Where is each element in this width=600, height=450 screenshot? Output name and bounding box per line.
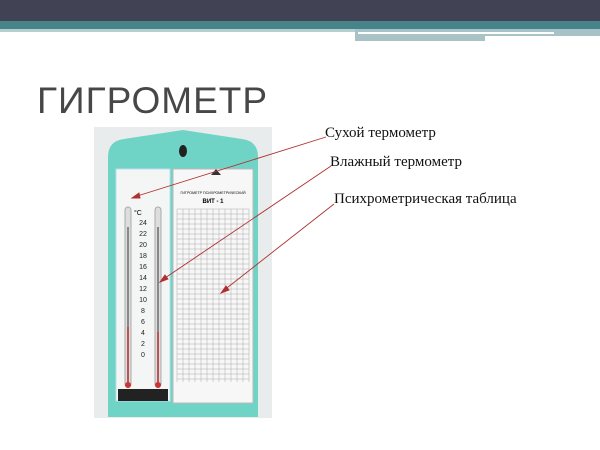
scale-tick-label: 24 xyxy=(139,220,147,227)
arrow-dry xyxy=(133,136,327,198)
scale-tick-label: 0 xyxy=(141,352,145,359)
scale-tick-label: 6 xyxy=(141,319,145,326)
label-psychrometric-table: Психрометрическая таблица xyxy=(334,191,517,207)
slide-title: ГИГРОМЕТР xyxy=(37,80,269,121)
arrow-table xyxy=(222,203,335,292)
scale-tick-label: 18 xyxy=(139,253,147,260)
accent-line xyxy=(485,36,600,42)
scale-tick-label: 16 xyxy=(139,264,147,271)
accent-bar xyxy=(0,21,600,29)
scale-tick-label: 10 xyxy=(139,297,147,304)
scale-tick-label: 22 xyxy=(139,231,147,238)
label-dry-thermometer: Сухой термометр xyxy=(325,125,436,141)
label-wet-thermometer: Влажный термометр xyxy=(330,154,462,170)
accent-line xyxy=(358,32,554,34)
scale-tick-label: 14 xyxy=(139,275,147,282)
table-title: ГИГРОМЕТР ПСИХРОМЕТРИЧЕСКИЙ xyxy=(180,191,245,195)
header-bar xyxy=(0,0,600,21)
arrow-wet xyxy=(161,165,332,281)
scale-tick-label: 20 xyxy=(139,242,147,249)
scale-tick-label: 8 xyxy=(141,308,145,315)
scale-tick-label: 4 xyxy=(141,330,145,337)
model-label: ВИТ - 1 xyxy=(203,199,225,205)
scale-tick-label: 2 xyxy=(141,341,145,348)
accent-line xyxy=(0,29,355,32)
unit-label: °C xyxy=(134,209,142,217)
scale-tick-label: 12 xyxy=(139,286,147,293)
